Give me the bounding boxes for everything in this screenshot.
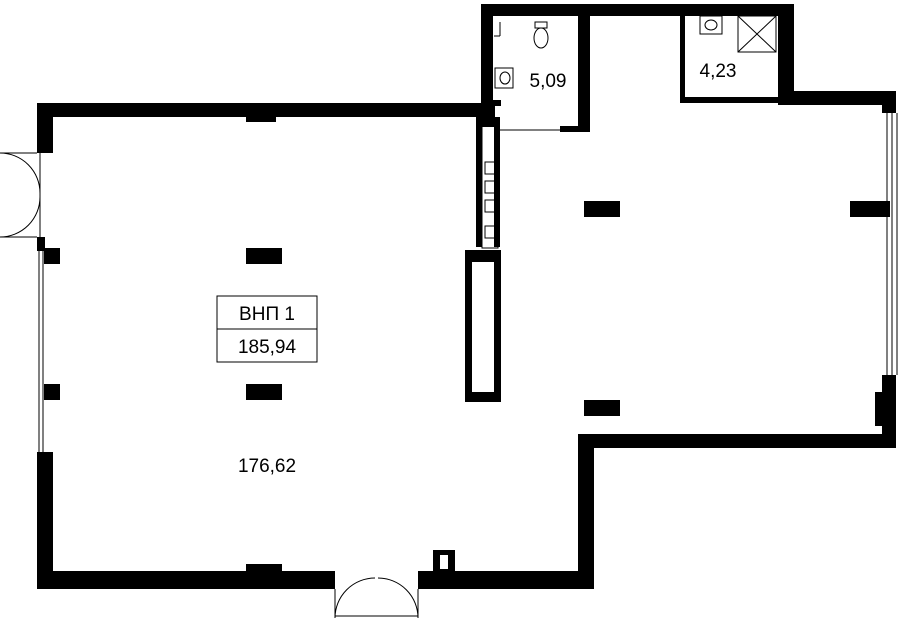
wall-left-upper [37, 103, 53, 153]
bath1-door-stub [493, 100, 501, 106]
column-icon [44, 248, 60, 264]
column-icon [850, 201, 890, 217]
column-inner [440, 555, 448, 569]
column-icon [246, 114, 276, 122]
windows [37, 113, 898, 452]
room-area-bathroom-2: 4,23 [700, 61, 737, 82]
wall-bath2-left [680, 14, 685, 103]
column-icon [246, 248, 282, 264]
column-icon [584, 201, 620, 217]
wall-left-lower [37, 452, 53, 589]
wall-step-vertical [578, 434, 594, 589]
unit-name: ВНП 1 [239, 304, 295, 325]
wall-top-right [778, 91, 896, 105]
room-area-main-hall: 176,62 [238, 456, 296, 477]
column-icon [584, 400, 620, 416]
wall-top-bathrooms [481, 4, 794, 16]
bath1-bottom-stub [560, 126, 590, 132]
channel-fixture-4 [484, 225, 496, 239]
unit-tag: ВНП 1 185,94 [216, 295, 318, 363]
tall-column-inner [472, 262, 494, 392]
column-icon [246, 384, 282, 400]
toilet-icon [533, 21, 549, 49]
wall-step-horizontal [578, 434, 896, 448]
wall-bottom-right [418, 571, 594, 589]
sink-icon [494, 67, 514, 89]
door-swing-icon [0, 152, 41, 238]
unit-total-area: 185,94 [238, 337, 297, 358]
columns [44, 114, 890, 574]
channel-fixture-1 [484, 161, 496, 175]
doors [0, 152, 419, 618]
outer-walls [37, 4, 896, 589]
partition-top [476, 117, 494, 127]
partition-side-left [476, 117, 482, 247]
wall-bath1-left [481, 4, 493, 104]
window-left-jamb [37, 237, 45, 251]
wall-bottom-left [37, 571, 335, 589]
wall-top-left [37, 103, 495, 117]
wall-bath2-right [778, 4, 794, 105]
column-icon [44, 384, 60, 400]
bathroom-2-fixtures [699, 15, 777, 53]
interior-partitions [465, 100, 590, 402]
wall-bath1-right [578, 4, 590, 132]
channel-fixture-3 [484, 199, 496, 213]
room-area-bathroom-1: 5,09 [530, 71, 567, 92]
door-swing-icon [334, 577, 419, 618]
wall-right-buttress [875, 392, 887, 426]
bathroom-1-fixtures [494, 21, 549, 89]
wall-bath2-bottom [680, 97, 780, 103]
channel-fixture-2 [484, 180, 496, 194]
column-icon [246, 564, 282, 574]
partition-side-right [494, 117, 500, 247]
shower-icon [737, 15, 777, 53]
sink-icon [699, 15, 723, 35]
